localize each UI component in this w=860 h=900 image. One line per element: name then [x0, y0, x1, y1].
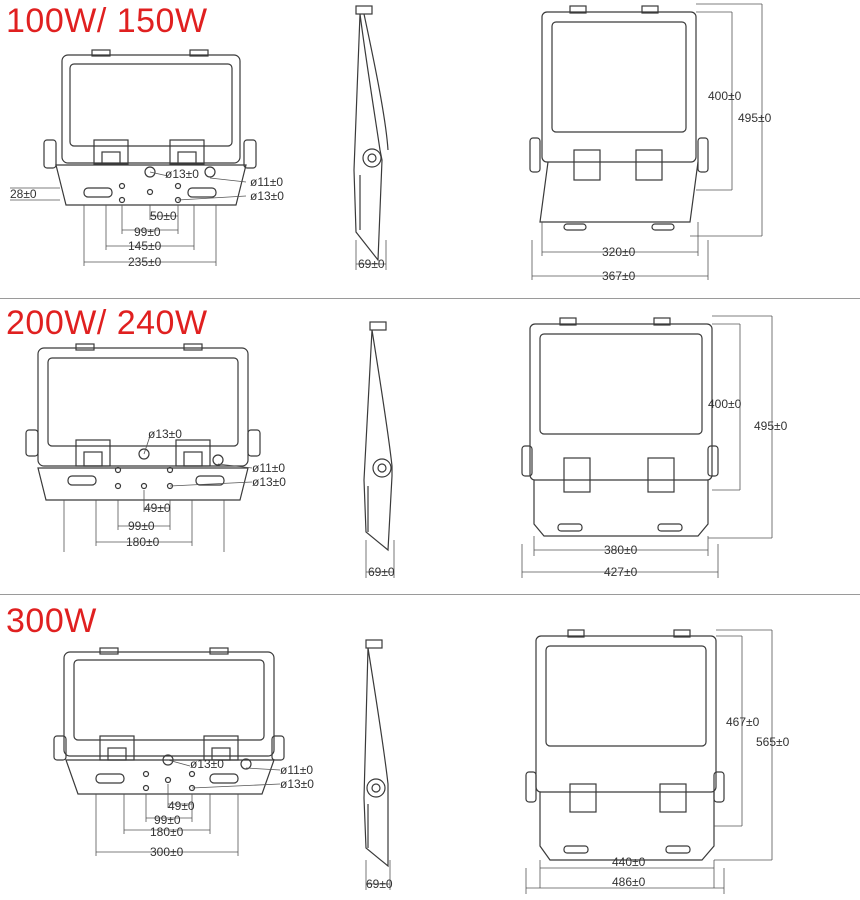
dim-label: ø11±0 [280, 763, 313, 777]
side-view-drawing: 69±0 [363, 321, 395, 579]
dim-label: 367±0 [602, 269, 636, 283]
dim-label: ø13±0 [190, 757, 224, 771]
dim-label: 400±0 [708, 89, 742, 103]
dim-label: 300±0 [150, 845, 184, 859]
dim-label: 49±0 [144, 501, 171, 515]
dim-label: 565±0 [756, 735, 790, 749]
dim-label: ø13±0 [252, 475, 286, 489]
dim-label: 99±0 [154, 813, 181, 827]
dim-label: 380±0 [604, 543, 638, 557]
dim-label: ø13±0 [250, 189, 284, 203]
dim-label: 467±0 [726, 715, 760, 729]
dim-label: ø13±0 [148, 427, 182, 441]
front-view-drawing: ø13±0 ø11±0 ø13±0 49±0 99±0 180±0 300±0 [53, 647, 314, 859]
side-view-drawing: 69±0 [363, 639, 393, 891]
dim-label: 495±0 [754, 419, 788, 433]
dim-label: 69±0 [368, 565, 395, 579]
dim-label: 145±0 [128, 239, 162, 253]
dim-label: ø11±0 [250, 175, 283, 189]
dim-label: 99±0 [134, 225, 161, 239]
side-view-drawing: 69±0 [353, 5, 389, 271]
section-separator [0, 298, 860, 299]
dim-label: 400±0 [708, 397, 742, 411]
section-title: 300W [6, 602, 97, 640]
dim-label: 180±0 [150, 825, 184, 839]
dim-label: 495±0 [738, 111, 772, 125]
dim-label: 28±0 [10, 187, 37, 201]
dim-label: 486±0 [612, 875, 646, 889]
dim-label: 320±0 [602, 245, 636, 259]
dim-label: 69±0 [366, 877, 393, 891]
dim-label: ø13±0 [165, 167, 199, 181]
dim-label: 50±0 [150, 209, 177, 223]
front-view-drawing: ø13±0 ø11±0 ø13±0 49±0 99±0 180±0 [25, 343, 286, 552]
dim-label: 427±0 [604, 565, 638, 579]
dim-label: ø11±0 [252, 461, 285, 475]
dim-label: 180±0 [126, 535, 160, 549]
section-300w: 300W ø13±0 ø11±0 [0, 598, 860, 900]
section-100w-150w: 100W/ 150W [0, 0, 860, 300]
back-view-drawing: 467±0 565±0 440±0 486±0 [525, 629, 790, 894]
dim-label: 235±0 [128, 255, 162, 269]
section-title: 200W/ 240W [6, 304, 208, 342]
back-view-drawing: 400±0 495±0 320±0 367±0 [529, 3, 772, 283]
back-view-drawing: 400±0 495±0 380±0 427±0 [521, 315, 788, 579]
dim-label: 69±0 [358, 257, 385, 271]
front-view-drawing: ø13±0 ø11±0 ø13±0 28±0 50±0 99±0 145±0 2… [10, 49, 284, 269]
section-separator [0, 594, 860, 595]
dim-label: ø13±0 [280, 777, 314, 791]
dim-label: 49±0 [168, 799, 195, 813]
section-title: 100W/ 150W [6, 2, 208, 40]
dim-label: 99±0 [128, 519, 155, 533]
section-200w-240w: 200W/ 240W ø13±0 ø11±0 ø [0, 300, 860, 598]
dim-label: 440±0 [612, 855, 646, 869]
